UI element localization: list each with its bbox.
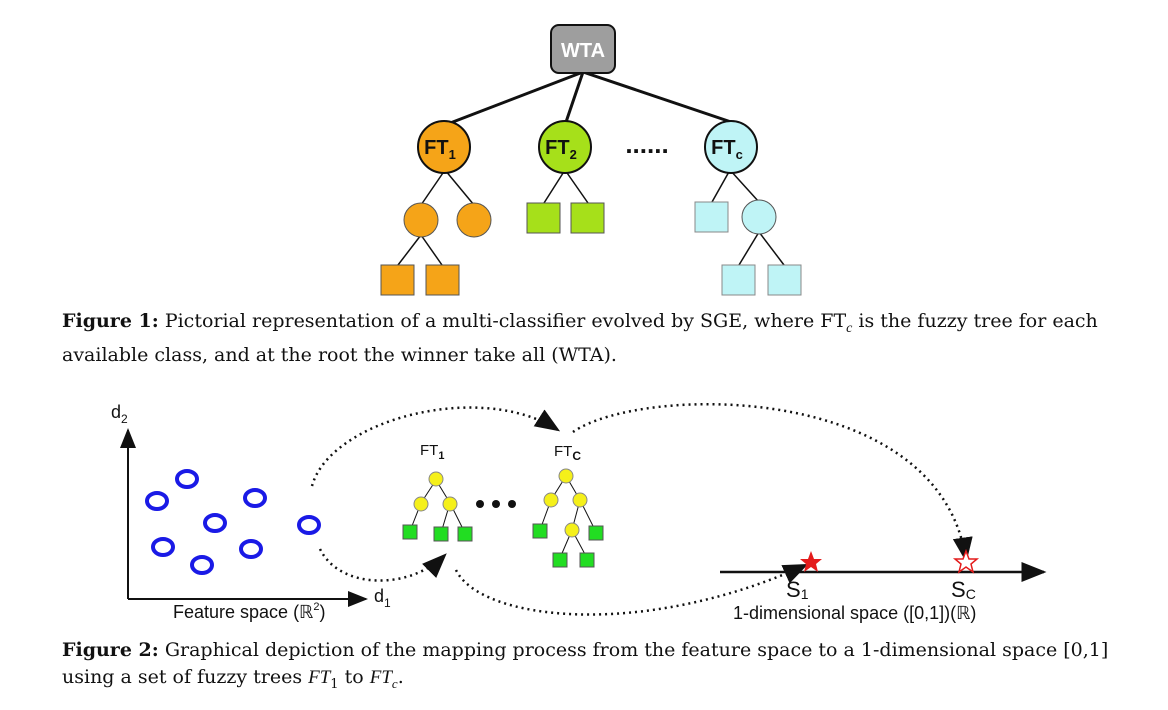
data-point xyxy=(151,537,175,557)
svg-text:FT1: FT1 xyxy=(424,137,456,162)
ftc-leaf xyxy=(767,264,802,296)
ftc-node: FTc xyxy=(704,120,758,174)
figure-2-caption-math-ftc: FT xyxy=(369,667,392,688)
figure-1-caption: Figure 1: Pictorial representation of a … xyxy=(62,308,1122,369)
ftc-small-nodes xyxy=(543,468,588,538)
data-point xyxy=(145,491,169,511)
svg-text:FT2: FT2 xyxy=(545,137,577,162)
s1-label: S1 xyxy=(786,577,809,602)
wta-label: WTA xyxy=(561,40,605,62)
ftc-leaf xyxy=(721,264,756,296)
figure-2-caption-label: Figure 2: xyxy=(62,639,159,661)
ft2-node: FT2 xyxy=(538,120,592,174)
figure-2-caption-math-ft1-sub: 1 xyxy=(330,676,339,692)
ft1-small-nodes xyxy=(413,471,458,512)
data-point xyxy=(203,513,227,533)
feature-space-label: Feature space (ℝ2) xyxy=(173,601,325,622)
trees-ellipsis: ...... xyxy=(625,129,668,159)
data-point xyxy=(239,539,263,559)
figure-1-caption-sub: c xyxy=(846,320,853,336)
axis-y-label: d2 xyxy=(111,402,128,426)
axis-x-label: d1 xyxy=(374,586,391,610)
data-point xyxy=(175,469,199,489)
ft1-leaf xyxy=(425,264,460,296)
ftc-small-edges xyxy=(539,475,596,559)
ftc-label: FTC xyxy=(554,443,581,463)
figure-1-diagram: WTA FT1 FT2 ...... FTc xyxy=(380,24,802,296)
sc-star xyxy=(952,548,980,574)
figure-1-caption-label: Figure 1: xyxy=(62,310,159,332)
feature-axes xyxy=(120,428,368,607)
one-dim-space-label: 1-dimensional space ([0,1])(ℝ) xyxy=(733,603,976,623)
root-edges xyxy=(444,70,741,127)
ftc-child-node xyxy=(741,199,777,235)
data-point xyxy=(243,488,267,508)
figure-1-caption-text-end: is the fuzzy tree for each available cla… xyxy=(62,310,1098,366)
sc-label: SC xyxy=(951,577,976,602)
s1-star xyxy=(800,551,822,572)
ft1-small-leaves xyxy=(402,524,473,542)
data-point xyxy=(190,555,214,575)
figure-2-caption-text-mid: to xyxy=(338,666,370,688)
ftc-leaf xyxy=(694,201,729,233)
ftc-small-leaves xyxy=(532,523,604,568)
figure-2-caption-text-end: . xyxy=(397,666,404,688)
ft2-leaf xyxy=(570,202,605,234)
figure-2-diagram: d2 d1 Feature space (ℝ2) FT1 xyxy=(111,402,1047,623)
ft1-node: FT1 xyxy=(417,120,471,174)
feature-points xyxy=(145,469,321,575)
data-point xyxy=(297,515,321,535)
ft2-leaf xyxy=(526,202,561,234)
ft1-child-node xyxy=(456,202,492,238)
ft1-label: FT1 xyxy=(420,442,444,462)
ft1-child-node xyxy=(403,202,439,238)
subtree-edges xyxy=(397,169,785,266)
figure-2-caption-text: Graphical depiction of the mapping proce… xyxy=(62,639,1109,688)
trees-dots xyxy=(476,500,516,508)
wta-root-node: WTA xyxy=(550,24,616,74)
figure-2-caption-math-ftc-sub: c xyxy=(391,675,398,691)
mapping-arrows xyxy=(310,403,973,616)
svg-text:FTc: FTc xyxy=(711,137,743,162)
figure-2-caption: Figure 2: Graphical depiction of the map… xyxy=(62,637,1122,698)
figure-1-caption-text: Pictorial representation of a multi-clas… xyxy=(164,310,847,332)
ft1-leaf xyxy=(380,264,415,296)
figure-2-caption-math-ft1: FT xyxy=(308,667,331,688)
